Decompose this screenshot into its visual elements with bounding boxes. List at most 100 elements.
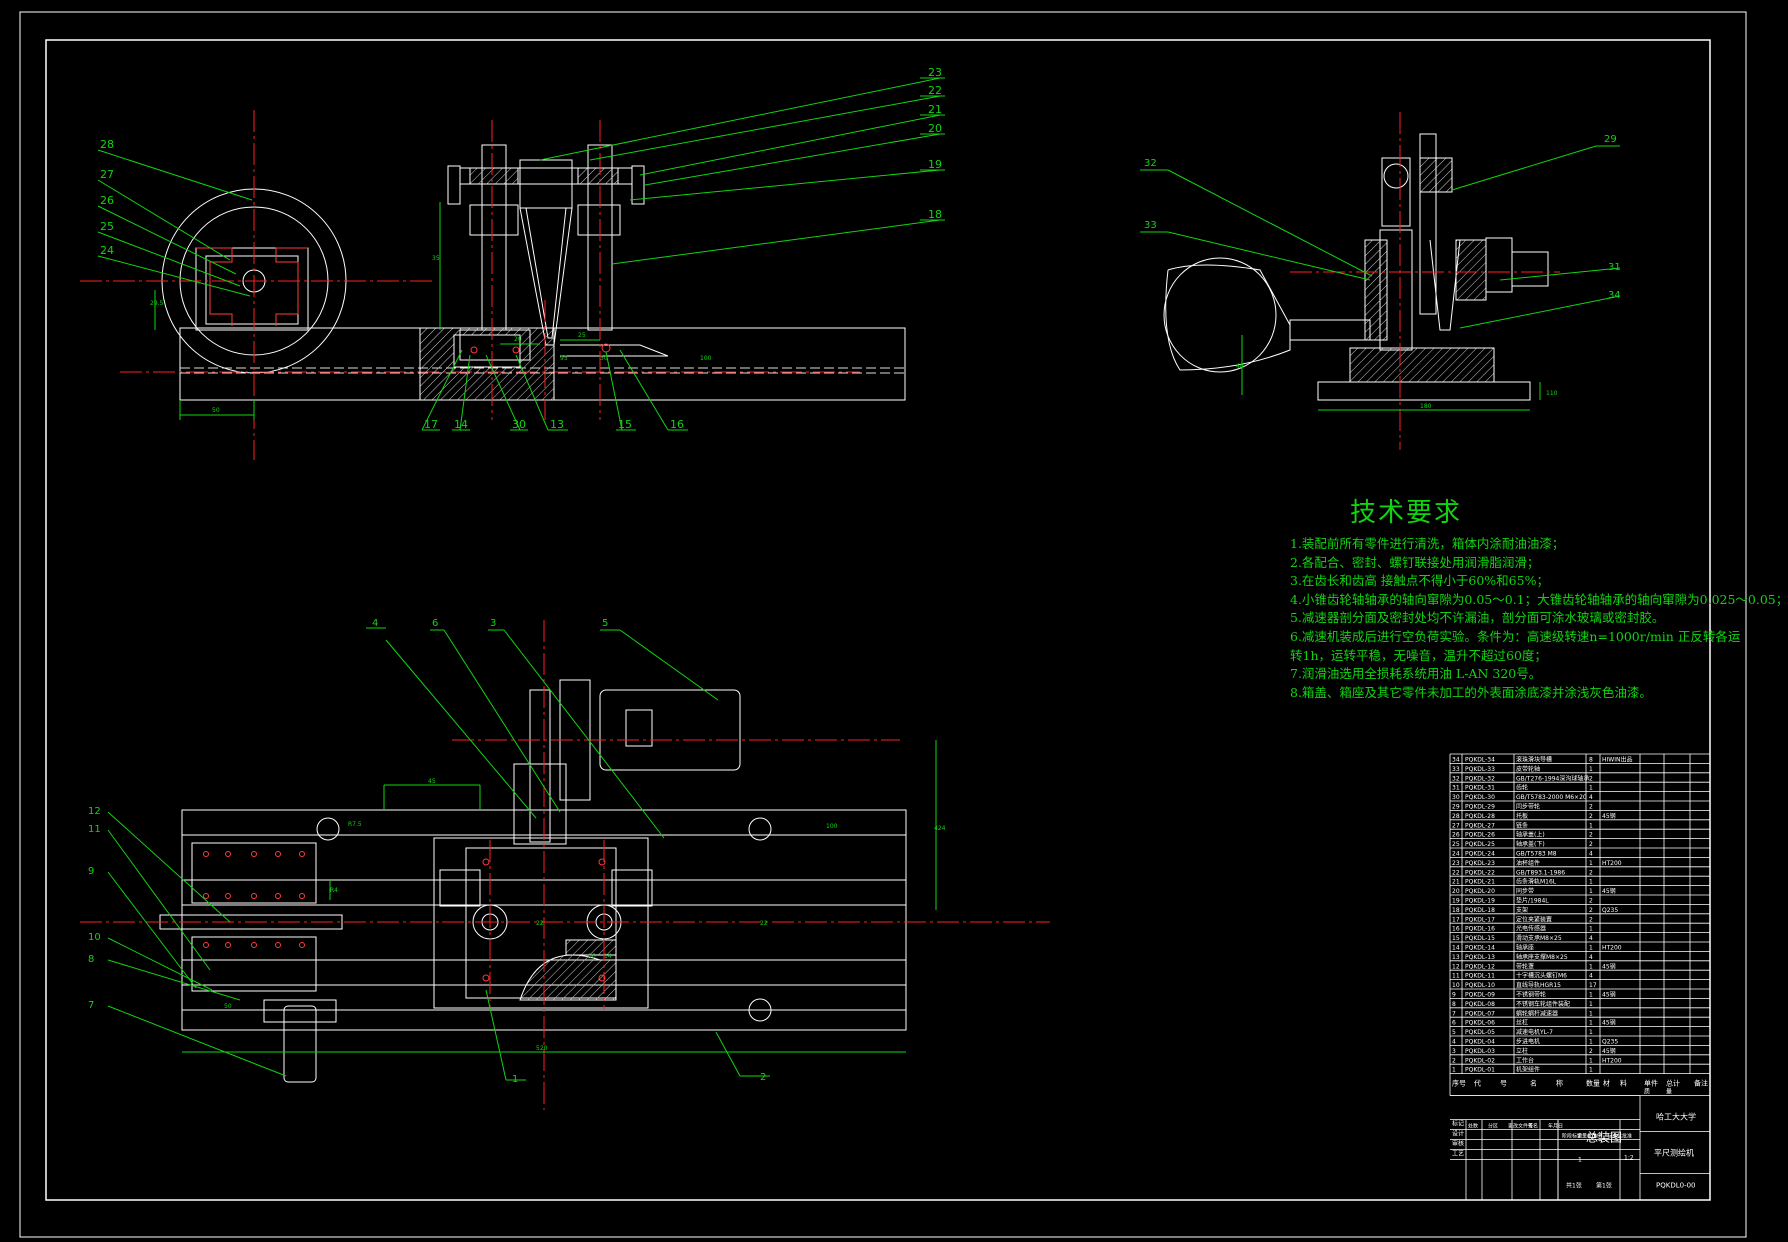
bom-row-code: PQKDL-26 [1465, 832, 1495, 839]
bom-row-name: 油杯组件 [1516, 859, 1540, 867]
bom-row-qty: 1 [1589, 1057, 1593, 1064]
bom-row-no: 3 [1452, 1048, 1456, 1055]
bom-row-material: HT200 [1602, 1057, 1622, 1064]
bom-row-qty: 1 [1589, 1029, 1593, 1036]
bom-row-qty: 4 [1589, 794, 1593, 801]
dimension: 50 [212, 407, 220, 414]
bom-row-qty: 2 [1589, 813, 1593, 820]
bom-row-name: 皮带轮轴 [1516, 765, 1540, 773]
bom-row-no: 16 [1452, 926, 1460, 933]
bom-row-qty: 1 [1589, 992, 1593, 999]
bom-row-no: 23 [1452, 860, 1460, 867]
dimension: R4 [330, 887, 338, 894]
bom-row-name: 轴承座支撑M8×25 [1516, 953, 1568, 961]
bom-row-no: 1 [1452, 1067, 1456, 1074]
bom-row-qty: 2 [1589, 1048, 1593, 1055]
bom-row-no: 19 [1452, 898, 1460, 905]
front-view [80, 77, 945, 460]
bom-row-qty: 1 [1589, 888, 1593, 895]
bom-row-code: PQKDL-11 [1465, 973, 1495, 980]
bom-row-material: 45钢 [1602, 1047, 1616, 1055]
bom-row-name: 链条 [1516, 821, 1528, 829]
bom-row-name: GB/T5783 M8 [1516, 851, 1557, 858]
dimension: R7.5 [348, 821, 362, 828]
bom-row-name: 减速电机YL-7 [1516, 1028, 1553, 1036]
bom-row-no: 30 [1452, 794, 1460, 801]
bom-row-code: PQKDL-08 [1465, 1001, 1495, 1008]
balloon-15: 15 [618, 418, 632, 431]
title-school: 哈工大大学 [1656, 1112, 1696, 1122]
bom-row-name: 托板 [1516, 812, 1528, 820]
bom-row-qty: 2 [1589, 898, 1593, 905]
bom-row-qty: 17 [1589, 982, 1597, 989]
bom-row-no: 22 [1452, 869, 1460, 876]
title-block-extra: 重量(kg) [1577, 1133, 1597, 1140]
tech-item: 6.减速机装成后进行空负荷实验。条件为：高速级转速n=1000r/min 正反转… [1290, 628, 1741, 644]
bom-row-qty: 4 [1589, 973, 1593, 980]
bom-row-no: 31 [1452, 785, 1460, 792]
title-drawing-no: PQKDL0-00 [1656, 1182, 1696, 1190]
title-quantity: 1 [1578, 1157, 1582, 1164]
bom-row-no: 6 [1452, 1020, 1456, 1027]
bom-row-qty: 2 [1589, 804, 1593, 811]
bom-row-name: 丝杠 [1516, 1019, 1528, 1027]
bom-header-cell: 代 [1474, 1079, 1481, 1088]
tech-item: 3.在齿长和齿高 接触点不得小于60%和65%； [1290, 573, 1549, 589]
bom-row-code: PQKDL-22 [1465, 869, 1495, 876]
bom-row-name: 轴承座 [1516, 944, 1534, 952]
bom-row-name: GB/T5783-2000 M6×20 [1516, 794, 1587, 801]
bom-row-name: 垫片/1984L [1516, 897, 1549, 905]
title-block-extra: 批准 [1622, 1133, 1632, 1140]
bom-row-material: 45钢 [1602, 1019, 1616, 1027]
balloon-10: 10 [88, 932, 101, 943]
dimension: 25 [578, 332, 586, 339]
bom-row-name: 滚珠滑块导槽 [1516, 756, 1552, 764]
bom-row-code: PQKDL-14 [1465, 945, 1495, 952]
balloon-13: 13 [550, 418, 564, 431]
bom-row-material: 45钢 [1602, 812, 1616, 820]
bom-row-code: PQKDL-33 [1465, 766, 1495, 773]
bom-row-qty: 1 [1589, 766, 1593, 773]
balloon-30: 30 [512, 418, 526, 431]
title-product: 平尺测绘机 [1654, 1148, 1694, 1158]
balloon-19: 19 [928, 158, 942, 171]
bom-row-no: 26 [1452, 832, 1460, 839]
bom-row-no: 20 [1452, 888, 1460, 895]
bom-row-name: 机架组件 [1516, 1066, 1540, 1074]
bom-row-code: PQKDL-03 [1465, 1048, 1495, 1055]
bom-row-name: 光电传感器 [1516, 925, 1546, 933]
bom-row-qty: 2 [1589, 916, 1593, 923]
balloon-25: 25 [100, 220, 114, 233]
bom-row-code: PQKDL-10 [1465, 982, 1495, 989]
balloon-27: 27 [100, 168, 114, 181]
bom-row-code: PQKDL-18 [1465, 907, 1495, 914]
bom-row-name: 工作台 [1516, 1056, 1534, 1064]
tech-item: 1.装配前所有零件进行清洗，箱体内涂耐油油漆； [1290, 536, 1565, 551]
balloon-1: 1 [512, 1074, 518, 1085]
bom-row-no: 24 [1452, 851, 1460, 858]
bom-header-sub: 质 [1644, 1088, 1650, 1096]
balloon-26: 26 [100, 194, 114, 207]
bom-row-name: 轴承盖(下) [1516, 840, 1545, 848]
bom-row-qty: 1 [1589, 785, 1593, 792]
bom-row-code: PQKDL-09 [1465, 992, 1495, 999]
outer-border [19, 11, 1747, 1238]
balloon-21: 21 [928, 103, 942, 116]
bom-row-code: PQKDL-30 [1465, 794, 1495, 801]
bom-row-material: HT200 [1602, 945, 1622, 952]
tech-item: 转1h，运转平稳，无噪音，温升不超过60度； [1290, 647, 1547, 663]
bom-row-qty: 1 [1589, 1039, 1593, 1046]
balloon-8: 8 [88, 954, 94, 965]
dimension: 100 [700, 355, 712, 362]
tech-requirements-list: 1.装配前所有零件进行清洗，箱体内涂耐油油漆； 2.各配合、密封、螺钉联接处用润… [1290, 535, 1788, 702]
title-scale: 1:2 [1624, 1155, 1634, 1162]
bom-row-qty: 1 [1589, 1067, 1593, 1074]
balloon-2: 2 [760, 1072, 766, 1083]
balloon-28: 28 [100, 138, 114, 151]
title-block-col: 处数 [1468, 1123, 1478, 1130]
balloon-5: 5 [602, 618, 608, 629]
balloon-11: 11 [88, 824, 101, 835]
bom-row-code: PQKDL-19 [1465, 898, 1495, 905]
bom-row-qty: 2 [1589, 907, 1593, 914]
